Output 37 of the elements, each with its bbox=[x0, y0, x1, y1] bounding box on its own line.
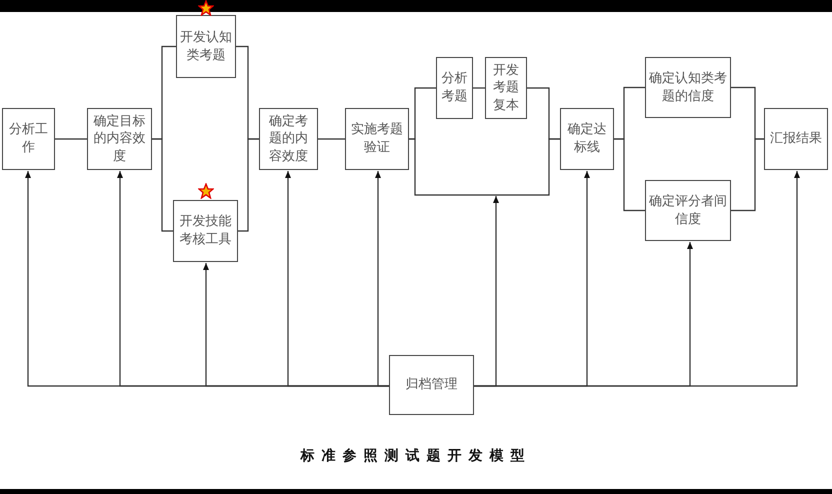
box-label: 分析考题 bbox=[440, 70, 468, 106]
arrow bbox=[375, 171, 389, 387]
connector-line bbox=[409, 138, 560, 196]
connector-line bbox=[318, 138, 345, 140]
box-label: 确定达标线 bbox=[566, 121, 608, 157]
diagram-title: 标准参照测试题开发模型 bbox=[299, 447, 532, 465]
box-label: 确定认知类考题的信度 bbox=[649, 70, 727, 106]
box-label: 确定评分者间信度 bbox=[649, 192, 727, 228]
connector-line bbox=[238, 138, 259, 232]
process-box bbox=[87, 108, 152, 170]
connector-line bbox=[152, 138, 173, 232]
process-box bbox=[259, 108, 318, 170]
box-label: 确定目标的内容效度 bbox=[92, 112, 146, 166]
process-box bbox=[645, 57, 731, 118]
arrow bbox=[474, 171, 800, 387]
process-box bbox=[345, 108, 409, 170]
box-label: 开发考题复本 bbox=[492, 62, 520, 114]
box-label: 归档管理 bbox=[406, 376, 458, 394]
process-box bbox=[173, 200, 238, 262]
box-label: 开发技能考核工具 bbox=[178, 213, 232, 249]
connector-line bbox=[473, 87, 485, 89]
process-box bbox=[645, 180, 731, 241]
process-box bbox=[2, 108, 55, 170]
process-box bbox=[764, 108, 828, 170]
process-box bbox=[485, 57, 527, 119]
box-label: 分析工作 bbox=[8, 121, 49, 157]
box-label: 确定考题的内容效度 bbox=[268, 112, 309, 166]
process-box bbox=[436, 57, 473, 119]
connector-line bbox=[55, 138, 87, 140]
box-label: 开发认知类考题 bbox=[180, 28, 232, 64]
process-box bbox=[176, 15, 236, 78]
connector-line bbox=[614, 138, 645, 212]
process-box bbox=[560, 108, 614, 170]
box-label: 实施考题验证 bbox=[350, 121, 404, 157]
connector-line bbox=[731, 138, 764, 212]
box-label: 汇报结果 bbox=[770, 130, 822, 148]
process-box bbox=[389, 355, 474, 415]
